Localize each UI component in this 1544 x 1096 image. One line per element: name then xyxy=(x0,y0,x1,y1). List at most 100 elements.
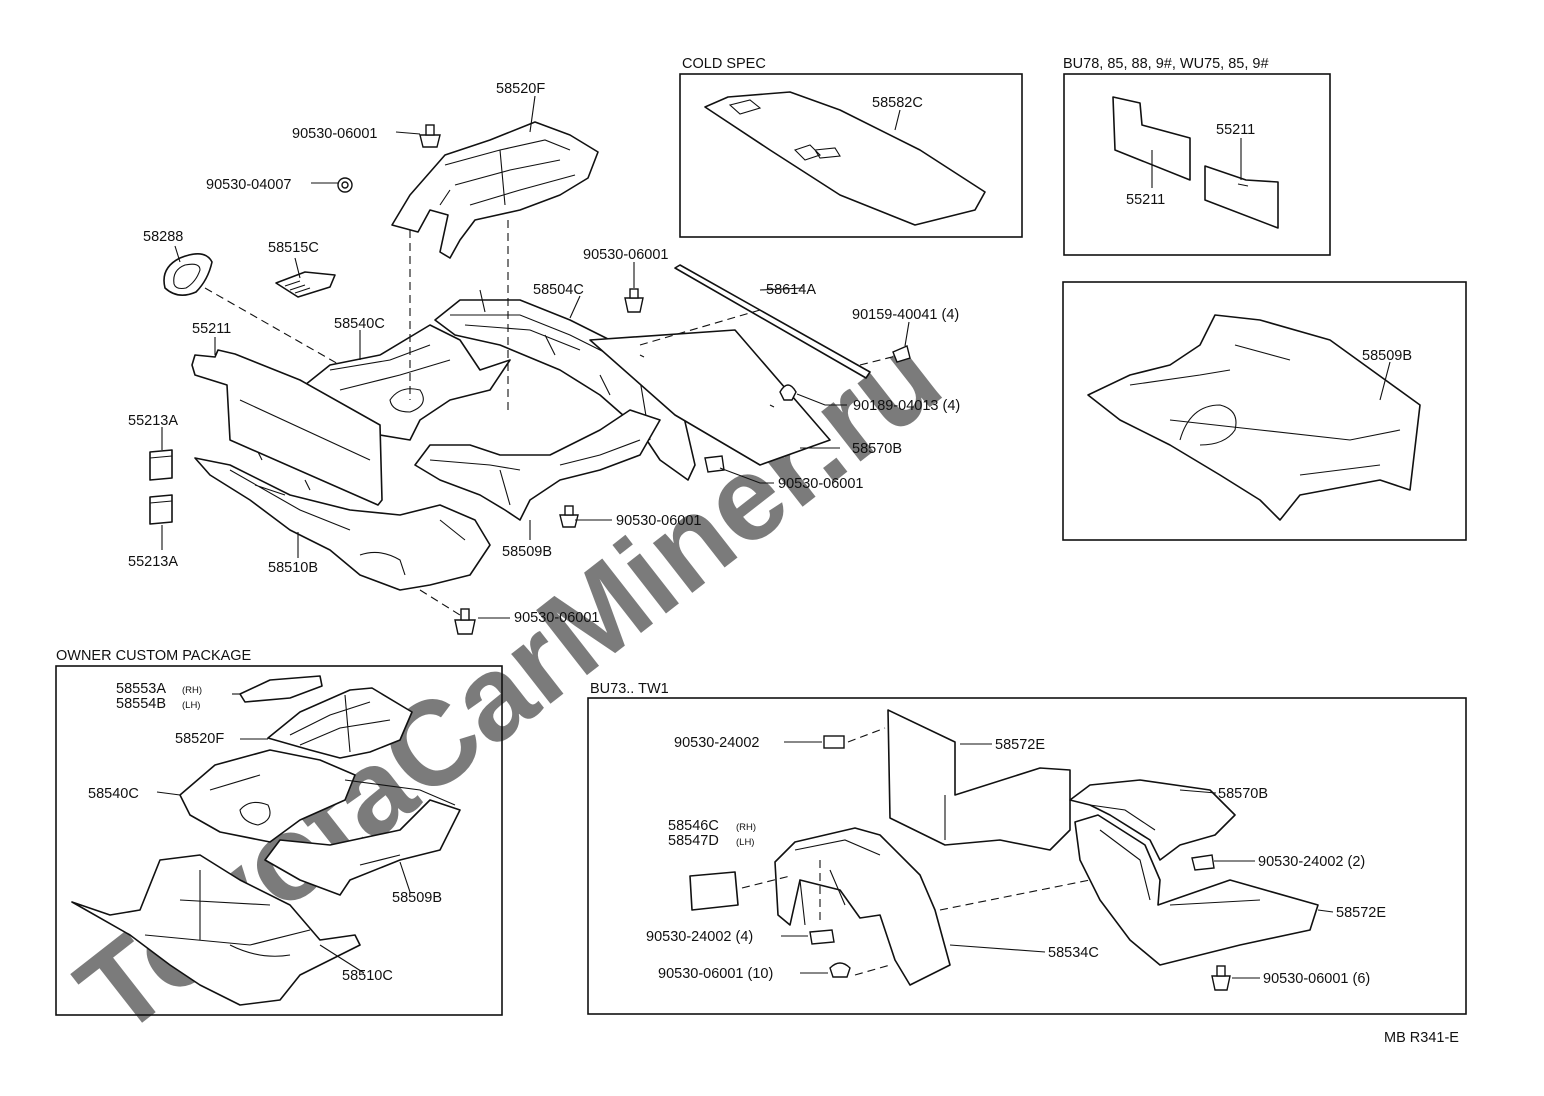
label-58546c: 58546C xyxy=(668,818,719,834)
label-55211: 55211 xyxy=(1216,122,1255,138)
label-90530-06001-10: 90530-06001 (10) xyxy=(658,966,773,982)
fastener-icon xyxy=(1211,965,1231,991)
label-58288: 58288 xyxy=(143,229,183,245)
part-58510c-shape xyxy=(71,854,361,1006)
bu73-section: BU73.. TW1 xyxy=(587,681,1467,1015)
bu78-frame xyxy=(1063,73,1331,256)
part-55211-shape xyxy=(191,349,383,506)
label-58614a: 58614A xyxy=(766,282,816,298)
part-55213a-upper-shape xyxy=(149,449,173,481)
label-58570b: 58570B xyxy=(852,441,902,457)
owner-custom-package-section: OWNER CUSTOM PACKAGE 58553A (RH) 58554B xyxy=(55,648,503,1016)
label-58540c: 58540C xyxy=(334,316,385,332)
section-title-bu78: BU78, 85, 88, 9#, WU75, 85, 9# xyxy=(1063,56,1269,72)
main-assembly: 58520F 90530-06001 90530-04007 58288 585… xyxy=(128,81,960,635)
fastener-icon xyxy=(337,177,353,193)
label-58572e: 58572E xyxy=(995,737,1045,753)
label-58546c-rh: (RH) xyxy=(736,822,756,833)
label-90530-06001: 90530-06001 xyxy=(583,247,668,263)
label-58509b: 58509B xyxy=(392,890,442,906)
cold-spec-frame xyxy=(679,73,1023,238)
label-55213a: 55213A xyxy=(128,413,178,429)
label-90530-24002-2: 90530-24002 (2) xyxy=(1258,854,1365,870)
fastener-icon xyxy=(624,288,644,313)
fastener-icon xyxy=(1191,854,1215,871)
label-58509b: 58509B xyxy=(1362,348,1412,364)
owner-frame xyxy=(55,665,503,1016)
label-58554b-lh: (LH) xyxy=(182,700,200,711)
label-90530-06001: 90530-06001 xyxy=(514,610,599,626)
part-55213a-lower-shape xyxy=(149,494,173,525)
part-58614a-shape xyxy=(674,264,871,379)
bu73-frame xyxy=(587,697,1467,1015)
fastener-icon xyxy=(779,384,797,401)
label-58515c: 58515C xyxy=(268,240,319,256)
label-55211: 55211 xyxy=(1126,192,1165,208)
label-58553a-rh: (RH) xyxy=(182,685,202,696)
label-55211: 55211 xyxy=(192,321,231,337)
label-90530-06001-6: 90530-06001 (6) xyxy=(1263,971,1370,987)
label-90159-40041: 90159-40041 (4) xyxy=(852,307,959,323)
section-title-bu73: BU73.. TW1 xyxy=(590,681,669,697)
label-58520f: 58520F xyxy=(496,81,545,97)
label-58534c: 58534C xyxy=(1048,945,1099,961)
fastener-icon xyxy=(704,455,725,473)
part-58570b-t-shape xyxy=(1069,779,1236,861)
part-58515c-shape xyxy=(275,271,336,298)
label-90530-24002-4: 90530-24002 (4) xyxy=(646,929,753,945)
part-58572e-lower-shape xyxy=(1074,814,1319,966)
part-58510b-shape xyxy=(194,457,491,591)
label-90189-04013: 90189-04013 (4) xyxy=(853,398,960,414)
part-58509b-o-shape xyxy=(264,779,461,896)
label-58547d: 58547D xyxy=(668,833,719,849)
part-58534c-shape xyxy=(774,827,951,986)
bu78-58509b-frame xyxy=(1062,281,1467,541)
fastener-icon xyxy=(829,962,851,978)
fastener-icon xyxy=(559,505,579,528)
fastener-icon xyxy=(892,345,911,363)
label-58504c: 58504C xyxy=(533,282,584,298)
fastener-icon xyxy=(454,608,476,635)
label-58582c: 58582C xyxy=(872,95,923,111)
label-58572e: 58572E xyxy=(1336,905,1386,921)
label-58547d-lh: (LH) xyxy=(736,837,754,848)
label-58510c: 58510C xyxy=(342,968,393,984)
part-58582c-shape xyxy=(704,91,986,226)
label-90530-06001: 90530-06001 xyxy=(778,476,863,492)
part-58520f-shape xyxy=(391,121,599,259)
part-58509b-bu-shape xyxy=(1087,314,1421,521)
part-58504c-shape xyxy=(434,289,696,481)
part-58509b-shape xyxy=(414,409,661,521)
part-55211-bu-right-shape xyxy=(1204,165,1279,229)
label-58553a: 58553A xyxy=(116,681,166,697)
label-90530-04007: 90530-04007 xyxy=(206,177,291,193)
label-58520f: 58520F xyxy=(175,731,224,747)
part-58520f-o-shape xyxy=(267,687,413,759)
part-58288-shape xyxy=(163,253,213,296)
label-90530-06001: 90530-06001 xyxy=(292,126,377,142)
label-58540c: 58540C xyxy=(88,786,139,802)
part-58540c-o-shape xyxy=(179,749,356,843)
fastener-icon xyxy=(419,124,441,148)
section-title-owner-custom-package: OWNER CUSTOM PACKAGE xyxy=(56,648,252,664)
part-58570b-shape xyxy=(589,329,831,466)
label-58554b: 58554B xyxy=(116,696,166,712)
label-55213a: 55213A xyxy=(128,554,178,570)
part-58553a-shape xyxy=(239,675,323,703)
part-58572e-upper-shape xyxy=(887,709,1071,851)
section-title-cold-spec: COLD SPEC xyxy=(682,56,766,72)
part-58546c-shape xyxy=(689,871,739,911)
leader-lines xyxy=(161,95,910,619)
cold-spec-section: COLD SPEC 58582C xyxy=(679,56,1023,238)
label-58509b: 58509B xyxy=(502,544,552,560)
label-90530-24002: 90530-24002 xyxy=(674,735,759,751)
label-90530-06001: 90530-06001 xyxy=(616,513,701,529)
fastener-icon xyxy=(823,735,845,749)
fastener-icon xyxy=(809,929,835,945)
bu78-section: BU78, 85, 88, 9#, WU75, 85, 9# 55211 552… xyxy=(1062,56,1467,541)
label-58570b: 58570B xyxy=(1218,786,1268,802)
figure-code: MB R341-E xyxy=(1384,1030,1459,1046)
part-55211-bu-left-shape xyxy=(1112,96,1191,181)
label-58510b: 58510B xyxy=(268,560,318,576)
